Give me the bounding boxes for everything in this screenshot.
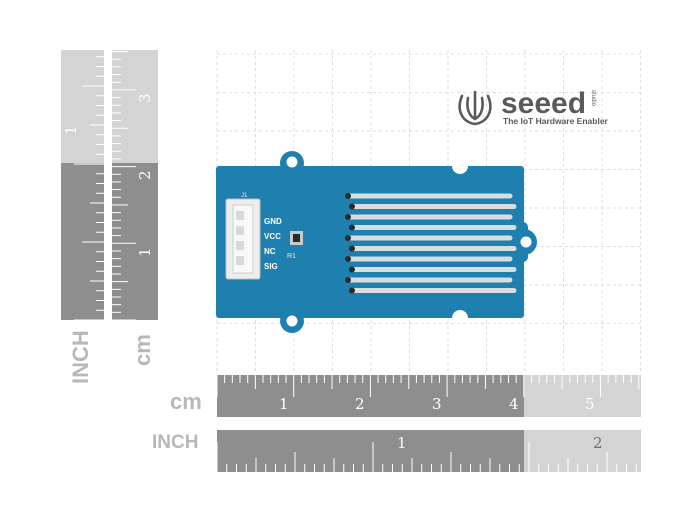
bottom-cm-number-3: 3 bbox=[432, 395, 442, 413]
pin-label-sig: SIG bbox=[264, 262, 278, 271]
grove-connector bbox=[225, 198, 261, 280]
left-cm-number-3: 3 bbox=[136, 93, 154, 103]
left-ruler-inch: 1 bbox=[61, 50, 104, 321]
bottom-inch-number-2: 2 bbox=[593, 434, 603, 452]
trace-via bbox=[345, 193, 351, 199]
left-cm-unit-label: cm bbox=[130, 334, 155, 366]
mounting-hole bbox=[286, 315, 298, 327]
water-sensing-traces bbox=[345, 193, 517, 294]
pin-label-gnd: GND bbox=[264, 217, 282, 226]
bottom-cm-number-1: 1 bbox=[279, 395, 289, 413]
trace-via bbox=[349, 287, 355, 294]
trace-via bbox=[345, 235, 351, 241]
brand-name: seeed bbox=[501, 87, 586, 120]
brand-tagline: The IoT Hardware Enabler bbox=[503, 116, 609, 126]
bottom-cm-number-2: 2 bbox=[355, 395, 365, 413]
brand-superscript: studio bbox=[590, 90, 596, 107]
bottom-ruler-cm: 1 2 3 4 5 bbox=[216, 375, 641, 417]
bottom-inch-unit-label: INCH bbox=[152, 432, 198, 453]
trace-via bbox=[349, 266, 355, 273]
left-cm-number-1: 1 bbox=[136, 247, 154, 257]
trace-via bbox=[345, 277, 351, 283]
trace-via bbox=[345, 214, 351, 220]
bottom-inch-number-1: 1 bbox=[397, 434, 407, 452]
mounting-hole bbox=[286, 156, 298, 168]
trace-via bbox=[345, 256, 351, 262]
bottom-cm-number-4: 4 bbox=[509, 395, 519, 413]
connector-ref-label: J1 bbox=[241, 193, 248, 199]
trace-via bbox=[349, 203, 355, 210]
seeed-leaf-icon bbox=[458, 90, 492, 126]
left-inch-number-1: 1 bbox=[62, 125, 80, 135]
seeed-logo: seeed studio The IoT Hardware Enabler bbox=[458, 87, 609, 126]
left-cm-number-2: 2 bbox=[136, 170, 154, 180]
trace-via bbox=[349, 245, 355, 252]
bottom-cm-unit-label: cm bbox=[170, 389, 202, 414]
bottom-ruler-inch: 1 2 bbox=[216, 430, 641, 472]
bottom-cm-number-5: 5 bbox=[585, 395, 595, 413]
resistor-r1 bbox=[290, 231, 303, 245]
left-inch-unit-label: INCH bbox=[68, 330, 93, 384]
mounting-hole bbox=[520, 236, 532, 248]
trace-via bbox=[349, 224, 355, 231]
left-ruler-cm: 3 2 1 bbox=[112, 50, 158, 321]
pin-label-vcc: VCC bbox=[264, 232, 281, 241]
pin-label-nc: NC bbox=[264, 247, 276, 256]
resistor-ref-label: R1 bbox=[287, 253, 296, 260]
water-sensor-board: J1 GND VCC NC SIG R1 bbox=[216, 151, 537, 333]
